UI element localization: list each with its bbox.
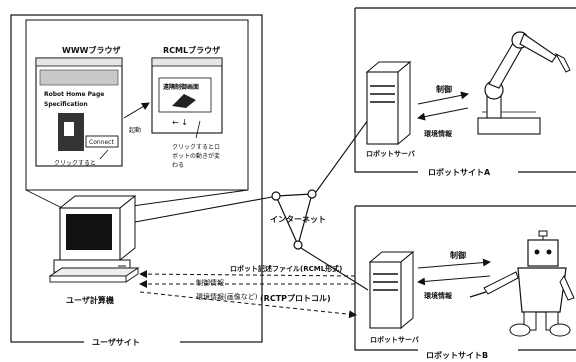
environment-info-label: 環境情報(画像など) bbox=[196, 292, 258, 301]
start-label: 起動 bbox=[129, 126, 141, 134]
environment-arrow-a bbox=[417, 107, 469, 121]
rcml-browser-window: RCMLブラウザ 遠隔制御画面 ← ↓ bbox=[151, 45, 223, 134]
internet-network bbox=[134, 119, 369, 291]
screen-zoom-box bbox=[25, 19, 249, 191]
robot-server-b-label: ロボットサーバ bbox=[370, 335, 419, 344]
robot-server-b bbox=[368, 250, 415, 330]
environment-label-b: 環境情報 bbox=[424, 291, 453, 300]
control-arrow-a bbox=[417, 91, 469, 105]
environment-arrow-b bbox=[417, 275, 491, 286]
message-arrows bbox=[139, 270, 357, 319]
control-label-b: 制御 bbox=[450, 250, 466, 260]
rctp-protocol-label: (RCTPプロトコル) bbox=[260, 293, 331, 303]
start-arrow bbox=[123, 102, 150, 119]
control-label-a: 制御 bbox=[436, 84, 452, 94]
robot-server-a bbox=[365, 60, 412, 146]
robot-site-a bbox=[354, 7, 576, 173]
robot-site-b bbox=[354, 205, 576, 351]
robot-description-file-label: ロボット記述ファイル(RCML形式) bbox=[230, 264, 342, 273]
www-browser-title: WWWブラウザ bbox=[62, 45, 120, 55]
arrow-controls[interactable]: ← ↓ bbox=[172, 118, 188, 127]
www-browser-window: WWWブラウザ Robot Home Page Specification Co… bbox=[35, 45, 123, 167]
rcml-caption-line3: わる bbox=[172, 162, 184, 169]
connect-button[interactable] bbox=[85, 135, 119, 148]
robot-site-a-label: ロボットサイトA bbox=[428, 167, 491, 177]
rcml-screen-title: 遠隔制御画面 bbox=[163, 83, 199, 91]
user-site-label: ユーザサイト bbox=[92, 338, 140, 347]
rcml-caption-line2: ボットの動きが変 bbox=[172, 152, 220, 160]
control-info-label: 制御情報 bbox=[196, 278, 224, 287]
humanoid-robot-b bbox=[469, 230, 575, 337]
connect-button-label: Connect bbox=[89, 139, 114, 146]
robot-arm-a bbox=[477, 31, 571, 135]
environment-label-a: 環境情報 bbox=[424, 129, 453, 138]
www-caption: クリックすると bbox=[54, 160, 96, 167]
rcml-browser-title: RCMLブラウザ bbox=[163, 45, 220, 55]
rcml-caption-line1: クリックするとロ bbox=[172, 144, 220, 151]
user-computer bbox=[48, 194, 140, 283]
internet-label: インターネット bbox=[270, 214, 326, 224]
user-computer-label: ユーザ計算機 bbox=[66, 295, 114, 305]
www-page-title: Robot Home Page bbox=[44, 91, 104, 98]
www-page-subtitle: Specification bbox=[44, 101, 88, 108]
robot-site-b-label: ロボットサイトB bbox=[426, 350, 488, 360]
keyboard bbox=[48, 267, 140, 277]
control-arrow-b bbox=[417, 258, 491, 269]
robot-server-a-label: ロボットサーバ bbox=[366, 149, 415, 158]
